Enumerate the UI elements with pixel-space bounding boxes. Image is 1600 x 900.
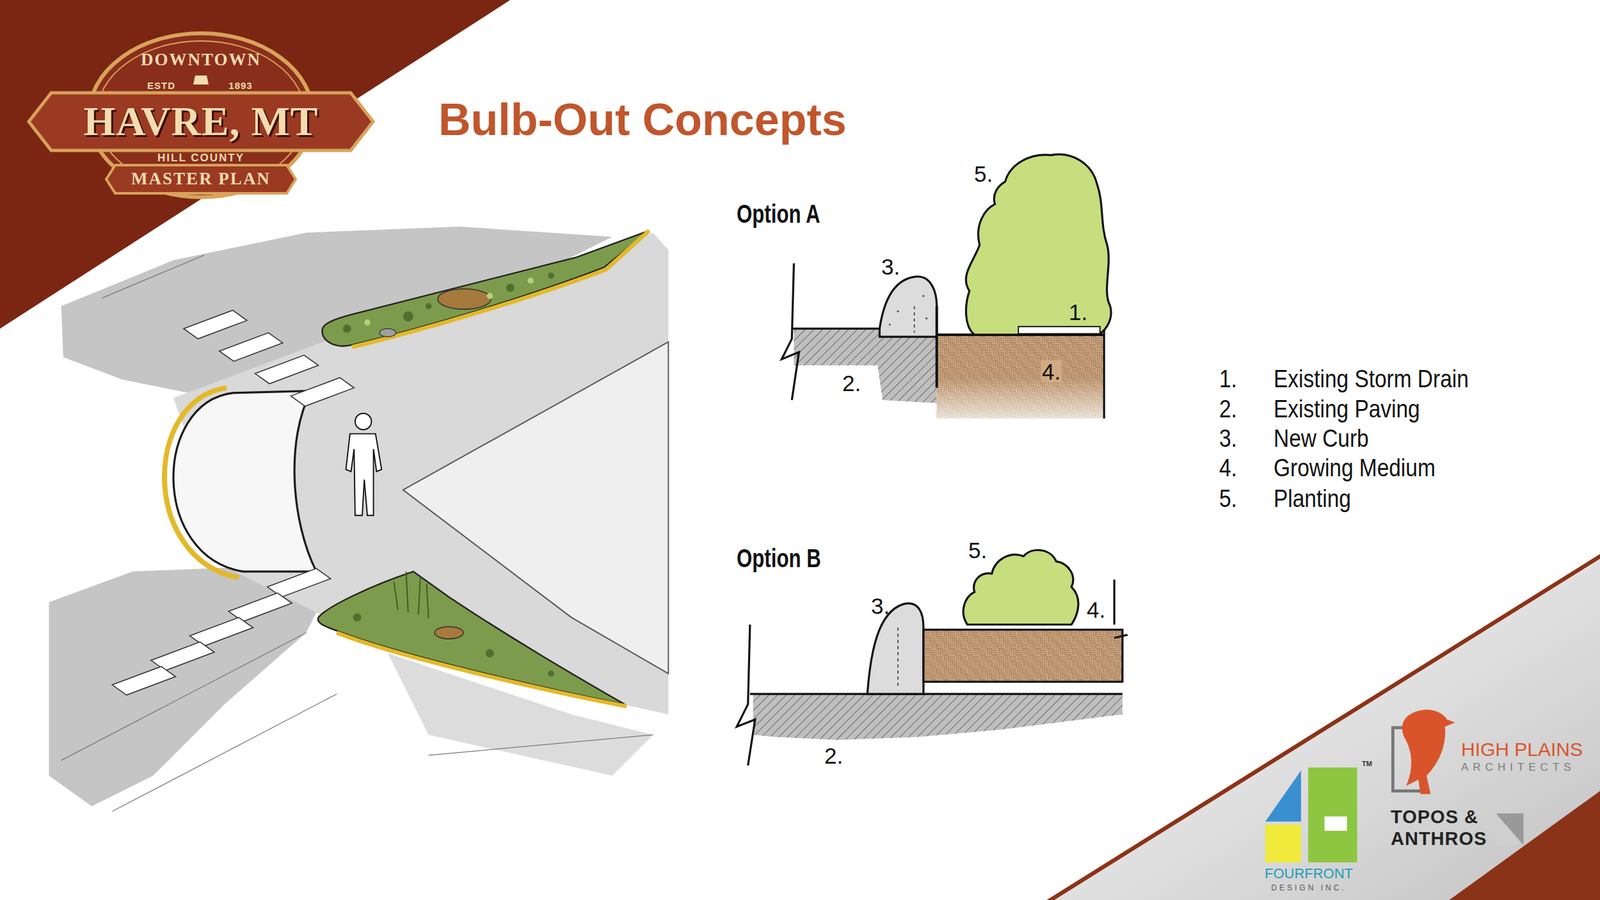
callout-number: 3. <box>871 594 890 617</box>
firm-name: HIGH PLAINS <box>1461 739 1583 760</box>
firm-name: ARCHITECTS <box>1461 761 1576 773</box>
key-text: Growing Medium <box>1273 455 1436 480</box>
logo-text: HILL COUNTY <box>157 152 245 164</box>
street-sketch <box>49 226 669 812</box>
firm-name: DESIGN INC. <box>1271 883 1346 892</box>
callout-number: 2. <box>824 744 843 767</box>
key-text: New Curb <box>1273 426 1369 451</box>
firm-logos <box>1265 709 1524 863</box>
logo-text: DOWNTOWN <box>140 51 262 69</box>
logo-text: MASTER PLAN <box>131 170 271 188</box>
logo-text: 1893 <box>228 80 253 91</box>
section-a <box>781 154 1112 421</box>
key-number: 5. <box>1219 486 1238 511</box>
callout-number: 3. <box>881 255 900 278</box>
firm-name: ANTHROS <box>1390 829 1487 848</box>
slide-title: Bulb-Out Concepts <box>438 97 847 143</box>
key-text: Existing Storm Drain <box>1273 366 1469 392</box>
option-label: Option B <box>736 545 822 571</box>
section-b <box>736 549 1128 765</box>
callout-number: 1. <box>1067 300 1089 324</box>
key-text: Planting <box>1273 486 1352 511</box>
firm-name: FOURFRONT <box>1264 866 1353 881</box>
firm-name: TOPOS & <box>1390 807 1479 827</box>
logo-title: HAVRE, MT <box>83 101 319 143</box>
callout-number: 2. <box>842 371 861 395</box>
callout-number: 5. <box>968 538 987 562</box>
option-label: Option A <box>736 200 821 227</box>
logo-badge <box>28 33 374 198</box>
key-number: 3. <box>1219 426 1238 451</box>
callout-number: 5. <box>974 162 993 185</box>
callout-number: 4. <box>1040 360 1062 383</box>
logo-text: ESTD <box>147 80 176 91</box>
key-number: 4. <box>1219 455 1238 480</box>
callout-number: 4. <box>1086 598 1106 621</box>
key-text: Existing Paving <box>1273 396 1421 422</box>
trademark: TM <box>1361 760 1373 768</box>
key-number: 2. <box>1219 396 1238 422</box>
key-number: 1. <box>1219 366 1238 392</box>
